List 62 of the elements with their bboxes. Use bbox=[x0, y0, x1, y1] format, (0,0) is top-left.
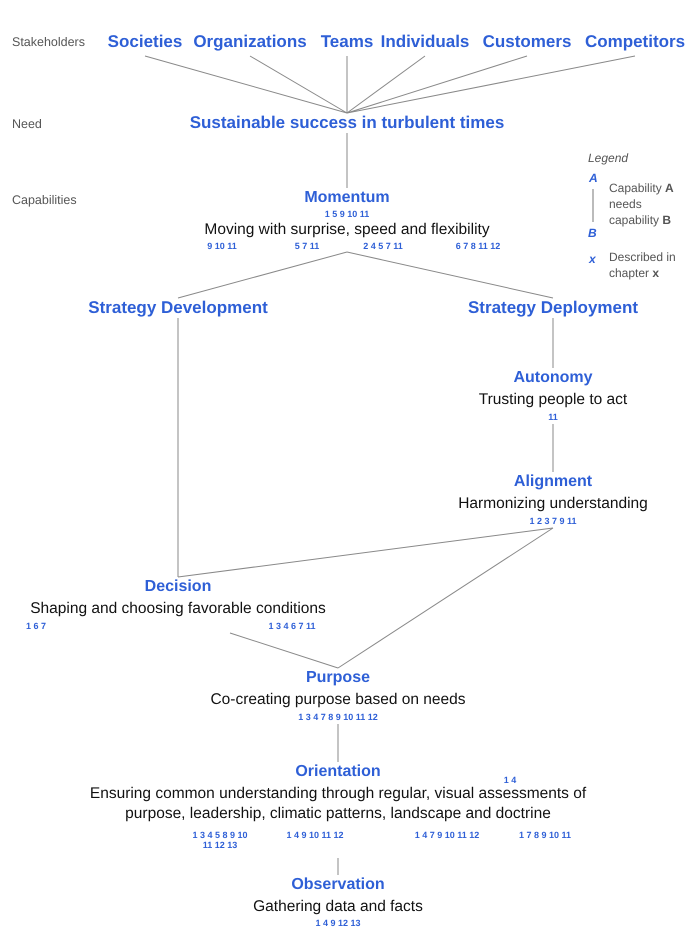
connector-line bbox=[338, 528, 554, 668]
capability-description: Trusting people to act bbox=[478, 390, 628, 410]
chapter-numbers: 1 3 4 7 8 9 10 11 12 bbox=[298, 712, 378, 722]
chapter-numbers: 1 7 8 9 10 11 bbox=[518, 830, 572, 840]
connector-line bbox=[346, 56, 348, 114]
connector-line bbox=[552, 424, 554, 472]
legend-letter: x bbox=[589, 252, 596, 266]
connector-line bbox=[346, 56, 426, 114]
capability-title: Observation bbox=[291, 875, 385, 895]
chapter-numbers: 1 6 7 bbox=[26, 621, 46, 631]
capability-title: Purpose bbox=[306, 668, 370, 688]
legend-text: Described in chapter x bbox=[609, 249, 677, 281]
capability-title: Strategy Deployment bbox=[468, 298, 638, 318]
connector-line bbox=[178, 528, 554, 578]
capability-description: Gathering data and facts bbox=[253, 897, 423, 917]
chapter-numbers: 1 3 4 5 8 9 10 11 12 13 bbox=[191, 830, 249, 850]
chapter-numbers: 1 2 3 7 9 11 bbox=[529, 516, 577, 526]
chapter-numbers: 9 10 11 bbox=[207, 241, 237, 251]
chapter-numbers: 6 7 8 11 12 bbox=[456, 241, 500, 251]
capability-title: Orientation bbox=[295, 762, 381, 782]
connector-line bbox=[346, 56, 636, 114]
capability-title: Competitors bbox=[584, 32, 686, 52]
capability-description: Shaping and choosing favorable conditions bbox=[30, 599, 326, 619]
row-label: Need bbox=[12, 117, 42, 131]
legend-text: Capability A needs capability B bbox=[609, 180, 675, 228]
row-label: Stakeholders bbox=[12, 35, 85, 49]
chapter-numbers: 1 4 9 12 13 bbox=[315, 918, 361, 928]
capability-title: Customers bbox=[482, 32, 572, 52]
capability-title: Alignment bbox=[514, 472, 592, 492]
capability-title: Momentum bbox=[304, 188, 390, 208]
connector-line bbox=[346, 252, 554, 298]
connector-line bbox=[346, 132, 348, 188]
legend-heading: Legend bbox=[588, 150, 628, 166]
chapter-numbers: 1 3 4 6 7 11 bbox=[268, 621, 316, 631]
connector-line bbox=[250, 56, 348, 114]
capability-title: Individuals bbox=[380, 32, 470, 52]
capability-title: Autonomy bbox=[513, 368, 593, 388]
capability-description: Ensuring common understanding through regular, visual assessments of purpose, leadership, climatic patterns, landscape and doctrine bbox=[88, 784, 588, 824]
connector-line bbox=[178, 252, 348, 298]
row-label: Capabilities bbox=[12, 193, 77, 207]
connector-line bbox=[144, 56, 348, 114]
chapter-numbers: 5 7 11 bbox=[294, 241, 320, 251]
capability-title: Teams bbox=[320, 32, 374, 52]
capability-description: Moving with surprise, speed and flexibility bbox=[204, 220, 490, 240]
capability-description: Harmonizing understanding bbox=[458, 494, 648, 514]
chapter-numbers: 1 5 9 10 11 bbox=[324, 209, 370, 219]
capability-title: Sustainable success in turbulent times bbox=[190, 113, 504, 133]
legend-letter: B bbox=[588, 226, 597, 240]
connector-line bbox=[230, 632, 338, 668]
capability-title: Decision bbox=[144, 577, 212, 597]
capability-description: Co-creating purpose based on needs bbox=[210, 690, 466, 710]
chapter-numbers: 1 4 bbox=[502, 775, 518, 785]
chapter-numbers: 11 bbox=[548, 412, 558, 422]
chapter-numbers: 2 4 5 7 11 bbox=[363, 241, 403, 251]
chapter-numbers: 1 4 7 9 10 11 12 bbox=[414, 830, 480, 840]
capability-title: Societies bbox=[108, 32, 182, 52]
capability-title: Organizations bbox=[193, 32, 307, 52]
connector-line bbox=[552, 318, 554, 368]
legend-letter: A bbox=[589, 171, 598, 185]
chapter-numbers: 1 4 9 10 11 12 bbox=[286, 830, 344, 840]
connector-line bbox=[346, 56, 528, 114]
capability-title: Strategy Development bbox=[88, 298, 268, 318]
